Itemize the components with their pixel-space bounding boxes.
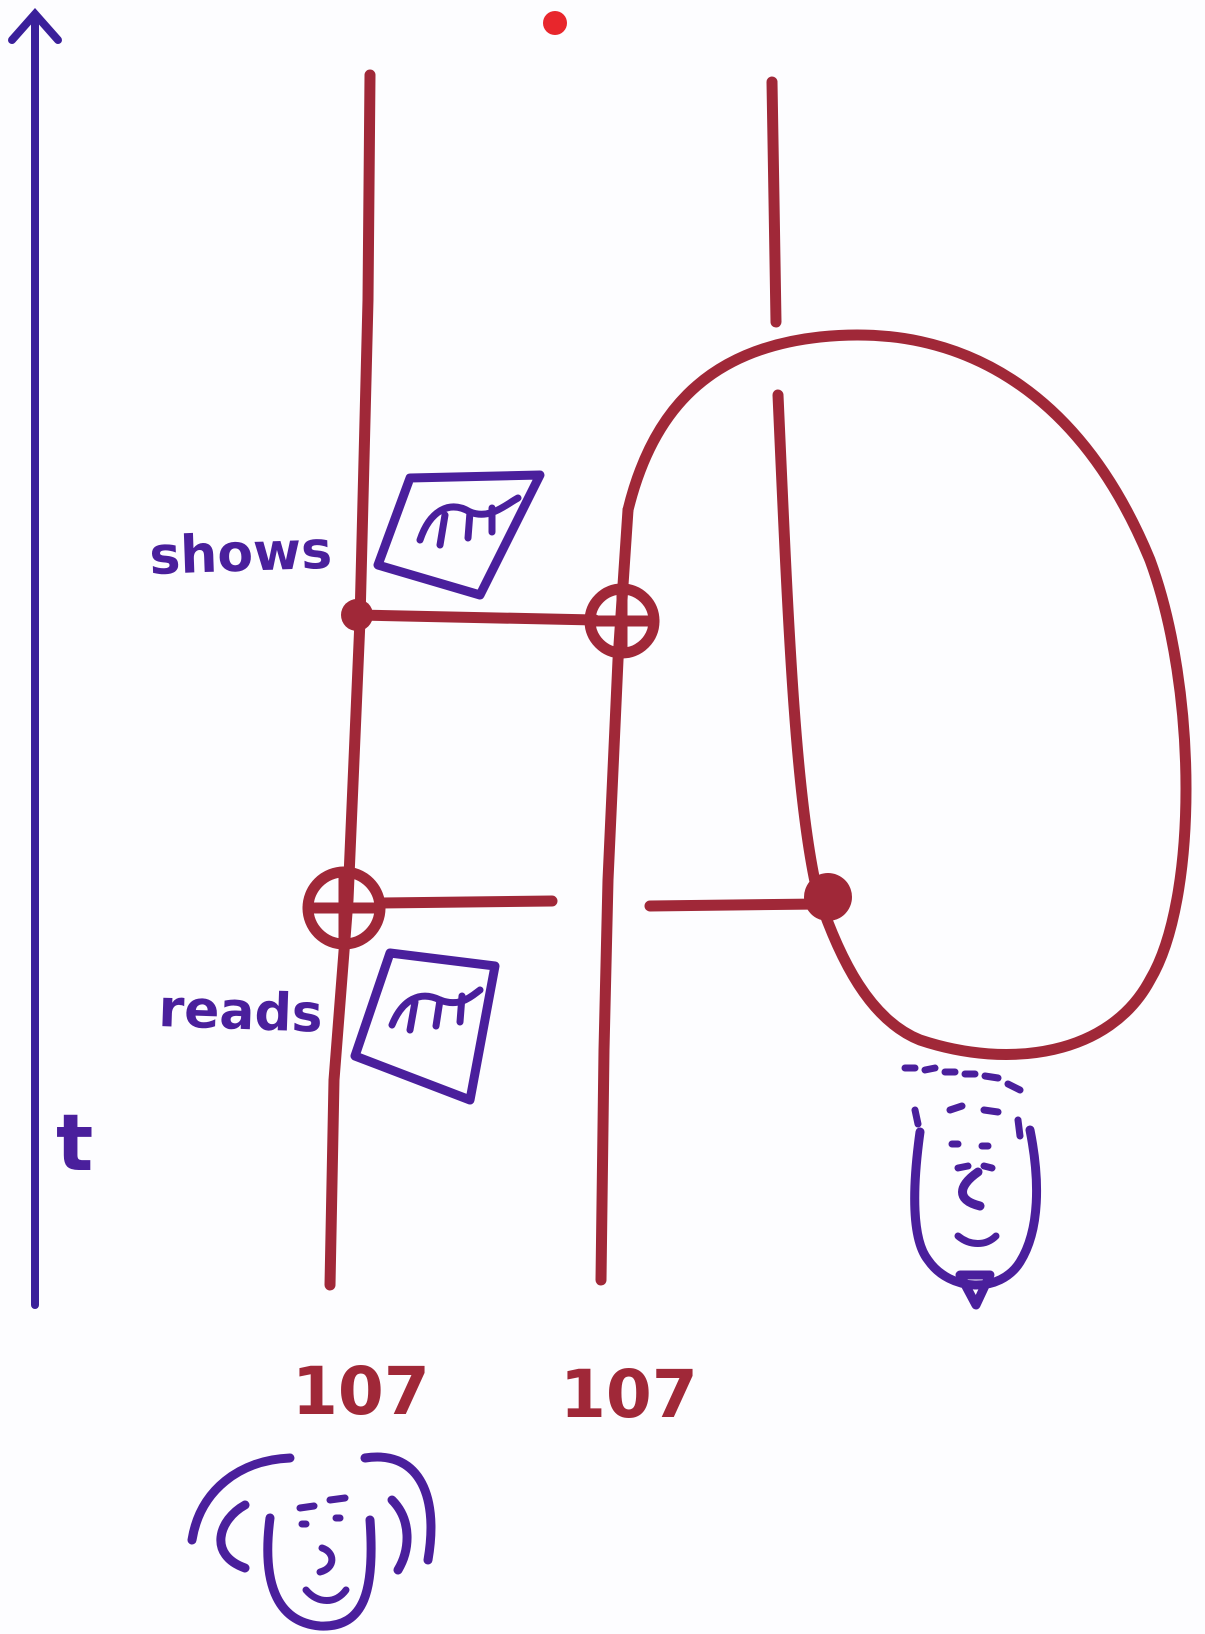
interaction-line-upper <box>357 615 595 620</box>
interaction-line-lower-right <box>650 904 820 906</box>
time-axis: t <box>12 14 93 1305</box>
face-with-buzzcut-icon <box>905 1068 1037 1305</box>
event-crossed-circle-lower <box>308 872 380 944</box>
event-label-reads: reads <box>158 979 324 1045</box>
worldline-right-top <box>772 82 776 322</box>
card-icon <box>378 475 540 595</box>
face-with-hair-icon <box>192 1457 431 1626</box>
worldline-left <box>330 75 370 1285</box>
interaction-line-lower-left <box>380 901 552 903</box>
event-dot-upper-left <box>341 599 373 631</box>
event-dot-lower-right <box>804 873 852 921</box>
event-crossed-circle-upper <box>590 589 654 653</box>
worldline-label-left: 107 <box>292 1353 430 1430</box>
card-icon <box>355 953 495 1100</box>
red-marker-dot <box>543 11 567 35</box>
worldline-label-middle: 107 <box>560 1356 698 1433</box>
time-axis-label: t <box>56 1099 93 1189</box>
event-label-shows: shows <box>148 521 333 587</box>
worldline-loop <box>628 335 1186 1055</box>
